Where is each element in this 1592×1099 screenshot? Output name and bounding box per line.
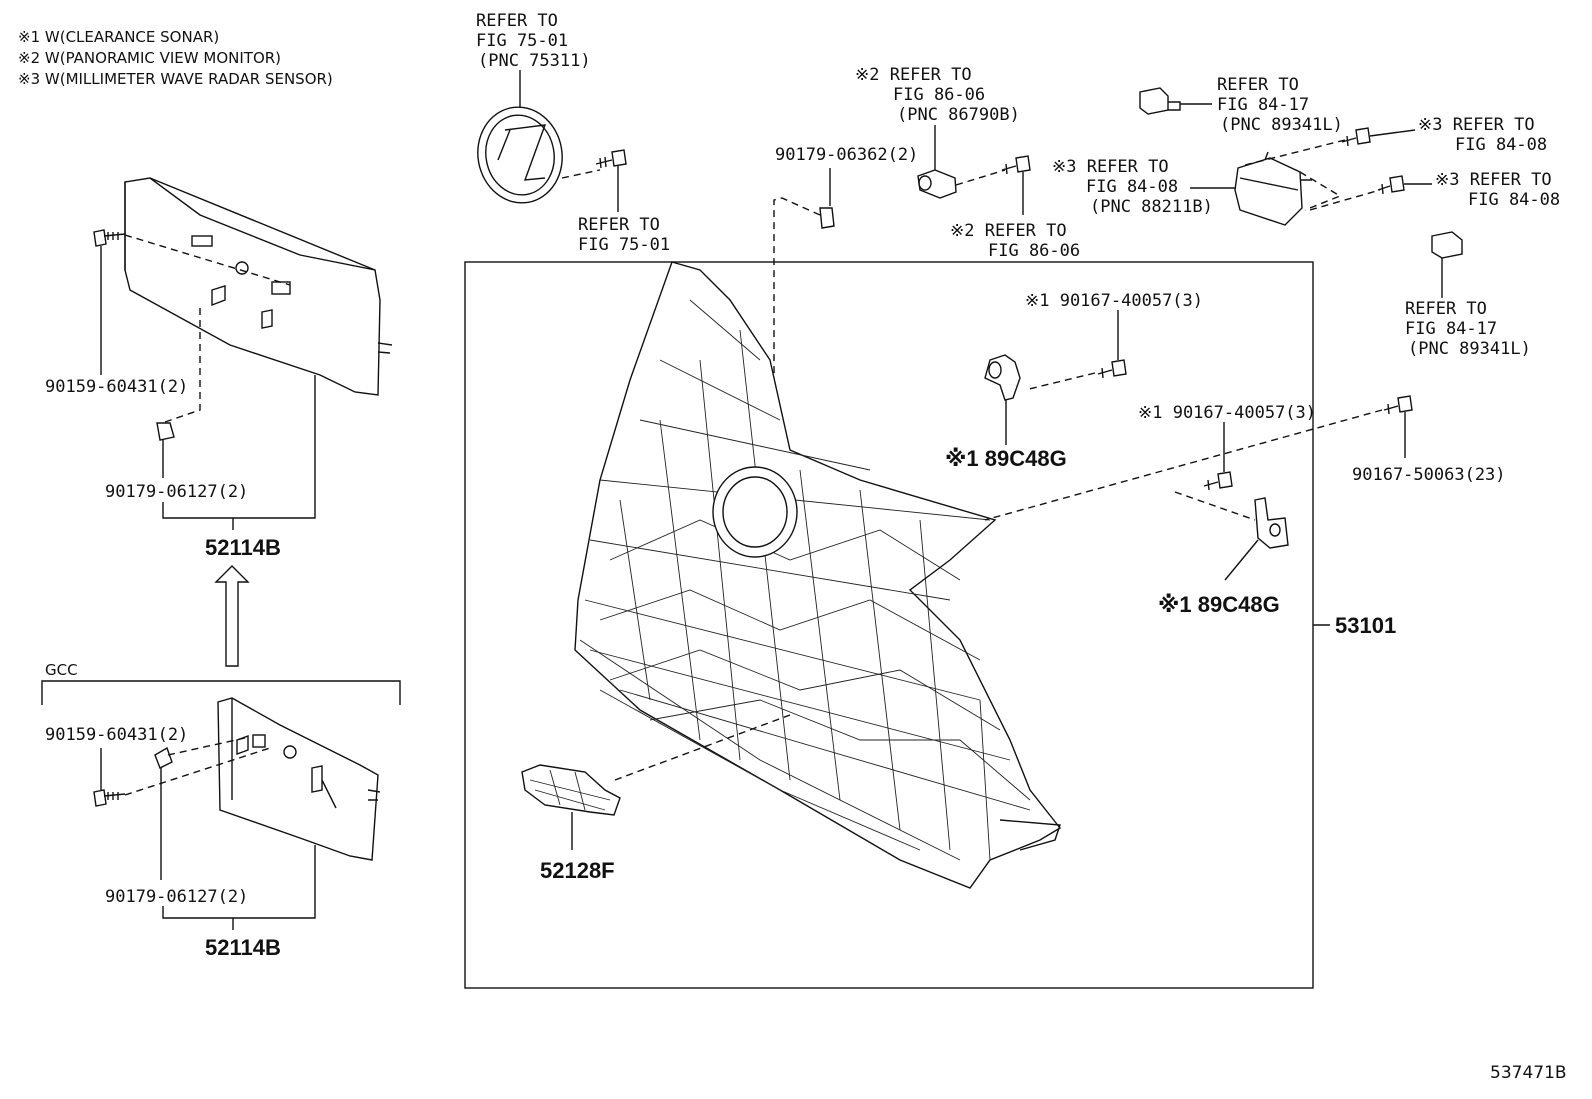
screw-icon (1377, 175, 1405, 195)
bracket-b-part-number: ※1 89C48G (1158, 592, 1280, 617)
left-gcc-group: GCC 90159-60431(2) 90179-06127(2) 52114B (41, 661, 401, 960)
gcc-bolt-label: 90159-60431(2) (45, 725, 188, 745)
plate-bracket-gcc (217, 697, 379, 861)
legend: ※1 W(CLEARANCE SONAR) ※2 W(PANORAMIC VIE… (18, 28, 333, 88)
upper-clip-label: 90179-06127(2) (105, 482, 248, 502)
sensor-b-ref-1: REFER TO (1405, 299, 1487, 319)
clip-icon (156, 422, 175, 441)
radar-screw-a-ref-2: FIG 84-08 (1455, 135, 1547, 155)
camera-screw-ref-1: ※2 REFER TO (950, 221, 1067, 241)
emblem-screw-ref-2: FIG 75-01 (578, 235, 670, 255)
filler-part-number: 52128F (540, 858, 615, 883)
sensor-a-ref-1: REFER TO (1217, 75, 1299, 95)
emblem-ref-2: FIG 75-01 (476, 31, 568, 51)
sensor-a-ref-3: (PNC 89341L) (1220, 115, 1343, 135)
sensor-b-ref-3: (PNC 89341L) (1408, 339, 1531, 359)
radar-ref-2: FIG 84-08 (1086, 177, 1178, 197)
emblem-screw-ref-1: REFER TO (578, 215, 660, 235)
screw-b-part-number: ※1 90167-40057(3) (1138, 403, 1316, 423)
sonar-bracket-icon (1254, 497, 1289, 549)
filler-group: 52128F (521, 714, 791, 883)
camera-ref-2: FIG 86-06 (893, 85, 985, 105)
sensor-b-group: REFER TO FIG 84-17 (PNC 89341L) (1405, 231, 1531, 359)
grille-group: 53101 (574, 261, 1396, 889)
bolt-icon (93, 789, 126, 807)
sensor-a-ref-2: FIG 84-17 (1217, 95, 1309, 115)
bracket-a-group: ※1 89C48G ※1 90167-40057(3) (945, 291, 1203, 471)
top-clip-group: 90179-06362(2) (773, 145, 918, 525)
screw-c-part-number: 90167-50063(23) (1352, 465, 1506, 485)
emblem-group: REFER TO FIG 75-01 (PNC 75311) REFER TO … (476, 11, 670, 255)
sensor-a-group: REFER TO FIG 84-17 (PNC 89341L) (1139, 75, 1343, 135)
radar-ref-1: ※3 REFER TO (1052, 157, 1169, 177)
plate-bracket-upper (124, 177, 381, 396)
grille-part-number: 53101 (1335, 613, 1396, 638)
clip-icon (819, 207, 835, 229)
sensor-icon (1139, 87, 1169, 115)
legend-item-2: ※2 W(PANORAMIC VIEW MONITOR) (18, 49, 281, 67)
figure-id: 537471B (1490, 1063, 1567, 1083)
screw-icon (1341, 127, 1371, 147)
sonar-bracket-icon (984, 354, 1021, 401)
top-clip-label: 90179-06362(2) (775, 145, 918, 165)
screw-a-part-number: ※1 90167-40057(3) (1025, 291, 1203, 311)
radar-group: ※3 REFER TO FIG 84-08 (PNC 88211B) (1052, 139, 1381, 226)
radar-screw-a-ref-1: ※3 REFER TO (1418, 115, 1535, 135)
screw-icon (1097, 359, 1127, 379)
radar-ref-3: (PNC 88211B) (1090, 197, 1213, 217)
screw-icon (1001, 155, 1031, 175)
gcc-clip-label: 90179-06127(2) (105, 887, 248, 907)
legend-item-1: ※1 W(CLEARANCE SONAR) (18, 28, 219, 46)
bolt-icon (93, 229, 126, 247)
legend-item-3: ※3 W(MILLIMETER WAVE RADAR SENSOR) (18, 70, 333, 88)
left-upper-group: 90159-60431(2) 90179-06127(2) 52114B (45, 177, 393, 667)
emblem-ref-1: REFER TO (476, 11, 558, 31)
sensor-icon (1431, 231, 1463, 259)
screw-icon (1203, 471, 1233, 491)
gcc-assembly-label: 52114B (205, 935, 281, 960)
radar-screw-a-group: ※3 REFER TO FIG 84-08 (1341, 115, 1547, 155)
screw-icon (595, 149, 627, 169)
upper-assembly-label: 52114B (205, 535, 281, 560)
upper-bolt-label: 90159-60431(2) (45, 377, 188, 397)
radar-screw-b-ref-2: FIG 84-08 (1468, 190, 1560, 210)
camera-group: ※2 REFER TO FIG 86-06 (PNC 86790B) ※2 RE… (855, 65, 1080, 261)
radar-sensor-icon (1234, 157, 1303, 226)
gcc-label: GCC (45, 661, 78, 679)
radar-screw-b-ref-1: ※3 REFER TO (1435, 170, 1552, 190)
camera-icon (917, 169, 957, 199)
bracket-a-part-number: ※1 89C48G (945, 446, 1067, 471)
camera-screw-ref-2: FIG 86-06 (988, 241, 1080, 261)
grille-emblem-opening (712, 466, 798, 558)
camera-ref-3: (PNC 86790B) (897, 105, 1020, 125)
up-arrow-icon (214, 565, 250, 667)
bracket-b-group: ※1 89C48G ※1 90167-40057(3) (1138, 403, 1316, 617)
radar-screw-b-group: ※3 REFER TO FIG 84-08 (1377, 170, 1560, 210)
camera-ref-1: ※2 REFER TO (855, 65, 972, 85)
screw-icon (1383, 395, 1413, 415)
emblem-ref-3: (PNC 75311) (478, 51, 591, 71)
grille-panel (574, 261, 1062, 889)
sensor-b-ref-2: FIG 84-17 (1405, 319, 1497, 339)
screw-c-group: 90167-50063(23) (984, 395, 1506, 521)
clip-icon (154, 746, 173, 769)
